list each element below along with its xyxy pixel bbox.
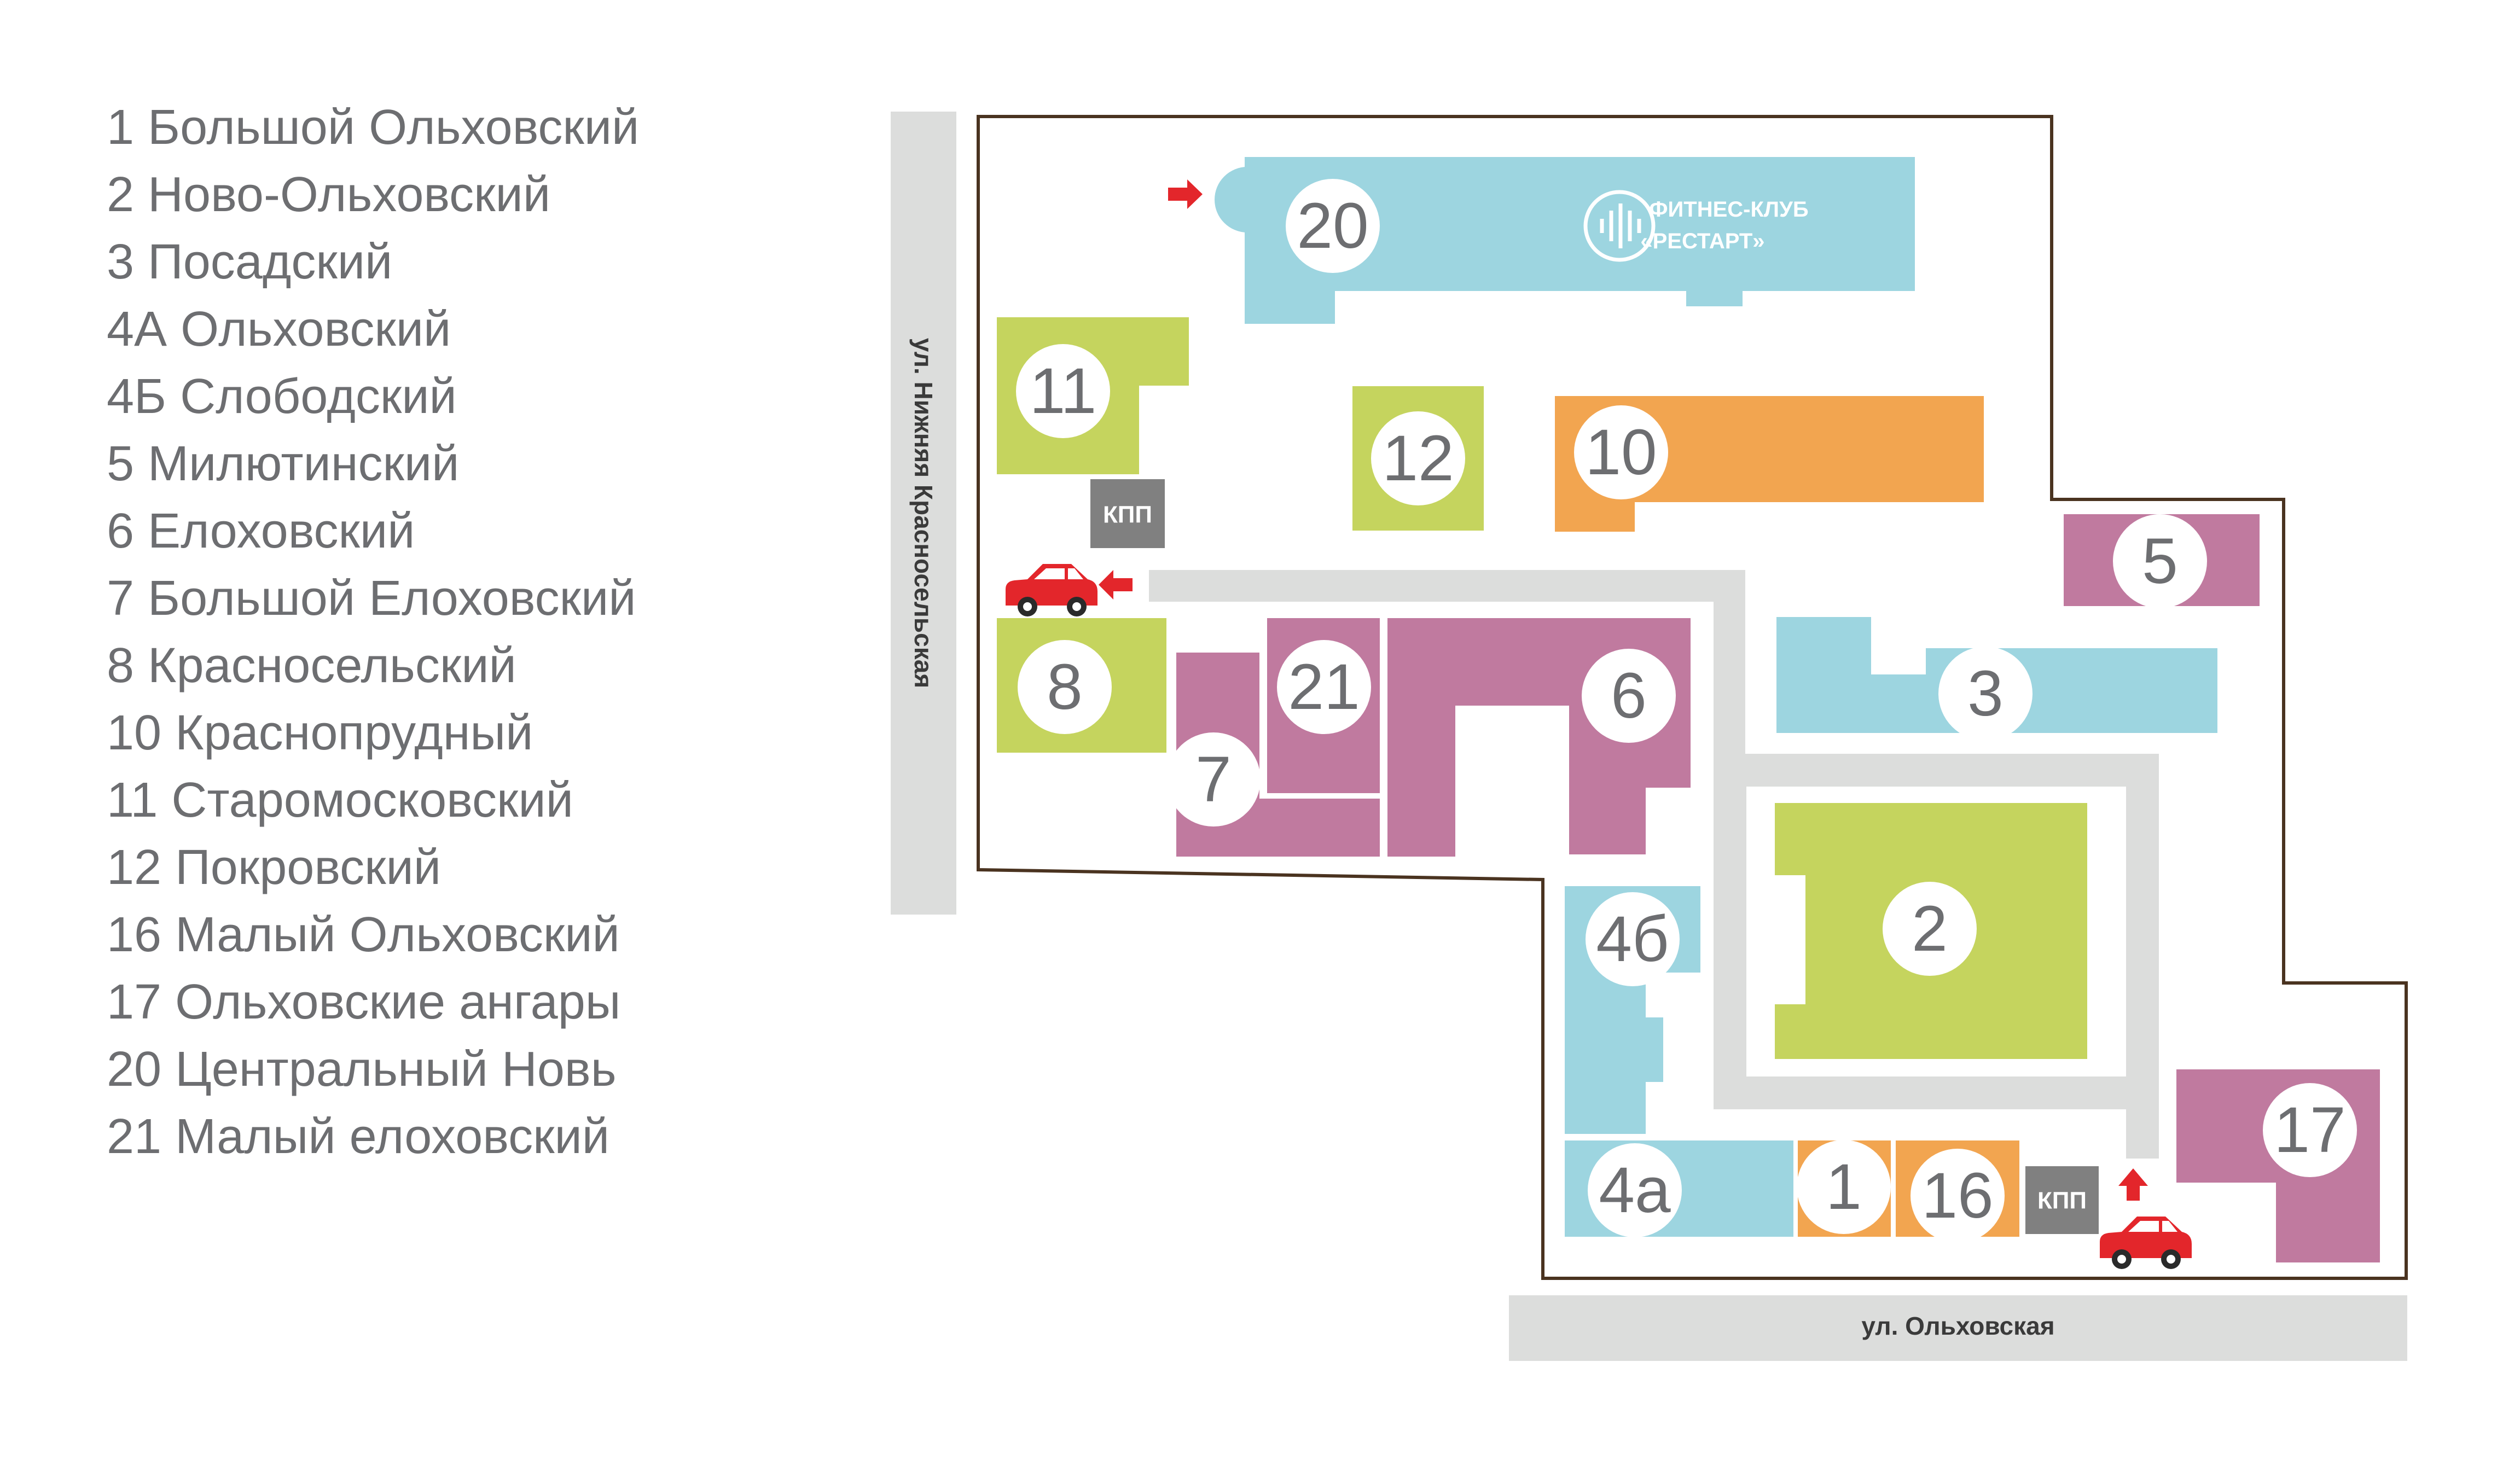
building-4a[interactable]: 4а [1565, 1140, 1793, 1237]
legend-item: 12 Покровский [107, 840, 442, 895]
svg-text:4а: 4а [1599, 1154, 1671, 1226]
building-7[interactable]: 7 [1166, 653, 1380, 857]
legend-item: 10 Краснопрудный [107, 706, 533, 760]
gate-kpp-bottom[interactable]: КПП [2025, 1166, 2099, 1234]
legend-item: 4А Ольховский [107, 302, 451, 357]
building-8[interactable]: 8 [997, 618, 1166, 753]
street-left [891, 112, 956, 915]
building-17[interactable]: 17 [2176, 1069, 2380, 1262]
legend-item: 17 Ольховские ангары [107, 975, 621, 1029]
svg-text:3: 3 [1967, 657, 2004, 730]
exit-arrow-icon [1099, 570, 1133, 600]
building-16[interactable]: 16 [1896, 1140, 2019, 1243]
fitness-club-logo [1583, 190, 1656, 262]
svg-text:20: 20 [1297, 190, 1368, 262]
legend-item: 2 Ново-Ольховский [107, 167, 551, 222]
legend-item: 11 Старомосковский [107, 773, 573, 828]
svg-text:21: 21 [1288, 651, 1360, 723]
building-1[interactable]: 1 [1797, 1140, 1891, 1237]
svg-text:10: 10 [1585, 416, 1657, 488]
road-loop-left [1714, 754, 1746, 1109]
road-loop-bottom [1714, 1076, 2159, 1109]
fitness-club-name-2: «РЕСТАРТ» [1640, 229, 1764, 253]
street-bottom [1509, 1295, 2407, 1361]
svg-text:8: 8 [1047, 651, 1083, 723]
svg-text:4б: 4б [1596, 903, 1669, 975]
svg-text:КПП: КПП [1103, 502, 1152, 528]
road-vertical [1714, 570, 1745, 767]
svg-text:16: 16 [1921, 1160, 1993, 1232]
car-icon [2100, 1217, 2192, 1269]
legend-item: 3 Посадский [107, 235, 393, 289]
street-bottom-label: ул. Ольховская [1861, 1312, 2054, 1340]
legend-item: 4Б Слободский [107, 369, 457, 424]
building-12[interactable]: 12 [1352, 386, 1484, 531]
building-6[interactable]: 6 [1387, 618, 1691, 857]
svg-text:1: 1 [1826, 1151, 1862, 1223]
road-loop-top [1714, 754, 2159, 787]
legend-item: 20 Центральный Новь [107, 1042, 617, 1097]
legend-item: 21 Малый елоховский [107, 1109, 610, 1164]
street-left-label: ул. Нижняя Красносельская [909, 338, 938, 688]
svg-text:5: 5 [2142, 525, 2178, 597]
svg-text:КПП: КПП [2037, 1188, 2087, 1214]
svg-text:7: 7 [1195, 743, 1232, 816]
legend-item: 8 Красносельский [107, 638, 516, 693]
legend-list: 1 Большой Ольховский 2 Ново-Ольховский 3… [107, 94, 639, 1171]
legend-item: 6 Елоховский [107, 504, 415, 558]
legend-item: 16 Малый Ольховский [107, 907, 620, 962]
legend-item: 5 Милютинский [107, 437, 460, 491]
entrance-arrow-icon [1168, 179, 1203, 209]
svg-text:2: 2 [1912, 893, 1948, 965]
building-4b[interactable]: 4б [1565, 886, 1700, 1134]
building-5[interactable]: 5 [2064, 514, 2260, 608]
legend-item: 7 Большой Елоховский [107, 571, 636, 626]
building-2[interactable]: 2 [1775, 803, 2087, 1059]
svg-text:12: 12 [1382, 422, 1454, 494]
svg-text:11: 11 [1030, 355, 1097, 427]
car-icon [1006, 564, 1097, 616]
building-10[interactable]: 10 [1555, 396, 1984, 532]
entrance-up-arrow-icon [2118, 1168, 2148, 1201]
gate-kpp-top[interactable]: КПП [1090, 479, 1165, 548]
building-3[interactable]: 3 [1776, 617, 2217, 741]
building-21[interactable]: 21 [1267, 618, 1380, 793]
building-20[interactable]: 20 [1215, 157, 1915, 324]
road-loop-right [2126, 754, 2159, 1159]
fitness-club-name: ФИТНЕС-КЛУБ [1649, 197, 1808, 222]
building-11[interactable]: 11 [997, 317, 1189, 474]
svg-text:6: 6 [1611, 660, 1647, 732]
legend-item: 1 Большой Ольховский [107, 100, 640, 155]
road-top [1149, 570, 1740, 602]
site-boundary [977, 115, 2408, 1280]
svg-text:17: 17 [2274, 1094, 2345, 1166]
